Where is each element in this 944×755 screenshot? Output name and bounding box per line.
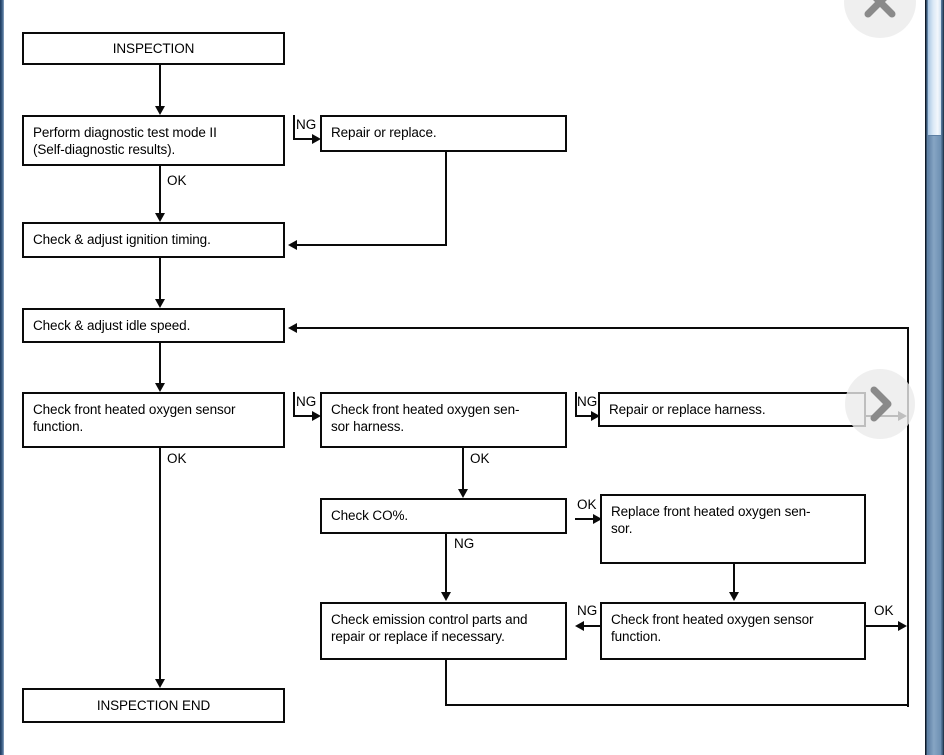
node-check-o2-sensor-function-1: Check front heated oxygen sensor functio… <box>22 392 285 448</box>
node-inspection: INSPECTION <box>22 32 285 65</box>
node-line-1: Check front heated oxygen sen- <box>331 402 520 417</box>
connector-diagnostic-ng <box>293 138 314 140</box>
node-line-2: function. <box>611 629 662 644</box>
connector-diagnostic-ok <box>159 166 161 214</box>
connector-repair-return-horizontal <box>297 244 447 246</box>
node-check-o2-sensor-harness: Check front heated oxygen sen- sor harne… <box>320 392 567 448</box>
edge-label-ng-o2-function: NG <box>296 394 317 409</box>
connector-inspection-to-diagnostic <box>159 65 161 107</box>
node-replace-o2-sensor: Replace front heated oxygen sen- sor. <box>600 494 866 564</box>
arrowhead-down <box>458 489 468 498</box>
vertical-scrollbar[interactable] <box>925 0 944 755</box>
connector-repair-return-vertical <box>445 152 447 246</box>
connector-co-ok <box>575 518 596 520</box>
node-line-2: repair or replace if necessary. <box>331 629 505 644</box>
arrowhead-left <box>288 240 297 250</box>
connector-o2function2-ok <box>866 625 900 627</box>
node-line-1: Check emission control parts and <box>331 612 528 627</box>
arrowhead-right <box>593 514 602 524</box>
edge-label-ok-diagnostic: OK <box>167 173 187 188</box>
edge-label-ok-o2-function: OK <box>167 451 187 466</box>
arrowhead-down <box>155 106 165 115</box>
arrowhead-right <box>312 411 321 421</box>
node-line-1: Replace front heated oxygen sen- <box>611 504 811 519</box>
node-line-2: sor harness. <box>331 419 405 434</box>
connector-bottom-return-horizontal <box>445 704 909 706</box>
node-repair-or-replace-harness: Repair or replace harness. <box>598 392 866 427</box>
connector-harness-ng-stub <box>575 392 577 416</box>
chevron-right-icon <box>870 386 892 422</box>
scrollbar-thumb[interactable] <box>928 0 941 136</box>
arrowhead-down <box>155 299 165 308</box>
node-line-2: function. <box>33 419 84 434</box>
edge-label-ok-o2-function2: OK <box>874 603 894 618</box>
edge-label-ng-co: NG <box>454 536 475 551</box>
arrowhead-down <box>729 592 739 601</box>
node-check-ignition-timing: Check & adjust ignition timing. <box>22 222 285 258</box>
connector-co-ng <box>445 534 447 593</box>
arrowhead-left <box>575 621 584 631</box>
node-line-1: Check front heated oxygen sensor <box>611 612 814 627</box>
node-line-2: (Self-diagnostic results). <box>33 142 176 157</box>
node-check-o2-sensor-function-2: Check front heated oxygen sensor functio… <box>600 602 866 660</box>
connector-emission-return-vertical <box>445 660 447 706</box>
node-inspection-end: INSPECTION END <box>22 688 285 723</box>
arrowhead-down <box>155 383 165 392</box>
connector-harness-ng <box>575 415 594 417</box>
connector-ignition-to-idle <box>159 258 161 300</box>
node-check-co-percent: Check CO%. <box>320 498 567 534</box>
connector-o2function-ng-stub <box>293 392 295 416</box>
node-line-1: Perform diagnostic test mode II <box>33 125 217 140</box>
edge-label-ng-diagnostic: NG <box>296 117 317 132</box>
close-icon <box>864 0 896 18</box>
arrowhead-down <box>155 679 165 688</box>
edge-label-ok-harness: OK <box>470 451 490 466</box>
node-check-emission-control-parts: Check emission control parts and repair … <box>320 602 567 660</box>
node-line-1: Check front heated oxygen sensor <box>33 402 236 417</box>
connector-o2function-ok <box>159 448 161 680</box>
document-page: INSPECTION Perform diagnostic test mode … <box>4 0 925 755</box>
connector-harness-ok <box>462 448 464 490</box>
arrowhead-right <box>898 621 907 631</box>
arrowhead-down <box>155 213 165 222</box>
close-button[interactable] <box>844 0 916 38</box>
window-left-edge <box>0 0 4 755</box>
connector-global-return-vertical <box>907 327 909 707</box>
node-line-2: sor. <box>611 521 633 536</box>
node-check-idle-speed: Check & adjust idle speed. <box>22 308 285 343</box>
edge-label-ok-co: OK <box>577 497 597 512</box>
arrowhead-left <box>288 323 297 333</box>
connector-global-return-horizontal <box>297 327 909 329</box>
arrowhead-right <box>591 411 600 421</box>
node-perform-diagnostic-test: Perform diagnostic test mode II (Self-di… <box>22 115 285 166</box>
edge-label-ng-o2-function2: NG <box>577 603 598 618</box>
next-page-button[interactable] <box>845 369 915 439</box>
node-repair-or-replace: Repair or replace. <box>320 115 567 152</box>
connector-replace-to-o2function2 <box>733 564 735 593</box>
arrowhead-right <box>312 134 321 144</box>
connector-o2function-ng <box>293 415 314 417</box>
edge-label-ng-harness: NG <box>577 394 598 409</box>
connector-o2function2-ng <box>584 625 602 627</box>
connector-idle-to-o2function <box>159 343 161 384</box>
arrowhead-down <box>441 592 451 601</box>
scrollbar-track[interactable] <box>928 0 941 755</box>
connector-diagnostic-ng-stub <box>293 115 295 139</box>
